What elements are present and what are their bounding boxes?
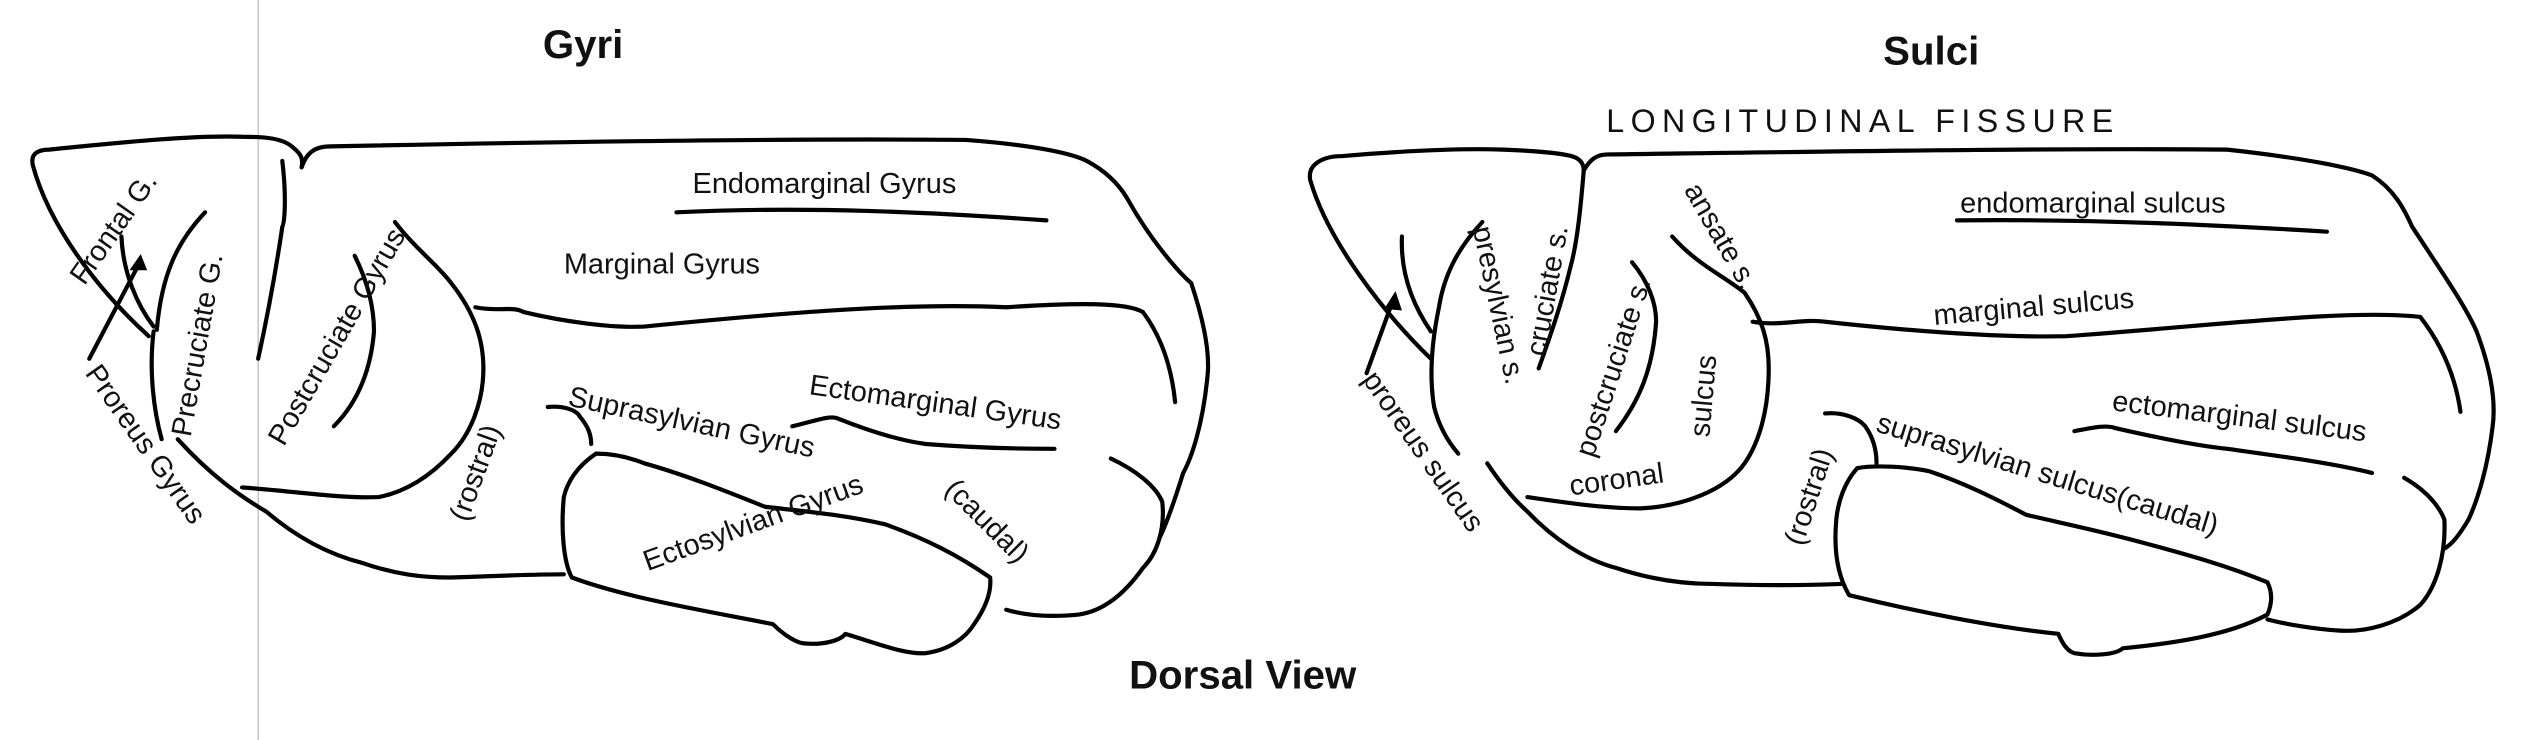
lower-outline: [1485, 461, 1844, 588]
postcruciate-line: [1613, 260, 1659, 434]
marginal-line: [473, 301, 1178, 405]
postcruciate-line: [331, 253, 377, 429]
presylvian-line: [1429, 219, 1485, 456]
label-endomarginal-sulcus: endomarginal sulcus: [1960, 187, 2225, 219]
sulci-title: Sulci: [1883, 28, 1979, 73]
proreus-arrow: [87, 258, 143, 361]
label-rostral-sulcus: (rostral): [1779, 444, 1840, 549]
top-outline: [299, 137, 1211, 542]
label-postcruciate: Postcruciate Gyrus: [262, 223, 412, 451]
label-proreus-sulcus: proreus sulcus: [1356, 365, 1490, 538]
label-marginal-sulcus: marginal sulcus: [1932, 283, 2135, 332]
marginal-sulcus-line: [1750, 312, 2463, 414]
ectomarginal-sulcus-line: [2072, 424, 2375, 476]
ectomarginal-line: [790, 415, 1057, 451]
label-longitudinal-fissure: LONGITUDINAL FISSURE: [1606, 103, 2119, 139]
temporal-outline: [1833, 464, 2274, 657]
short-line: [1399, 234, 1434, 334]
frontal-outline: [30, 134, 305, 339]
label-coronal-sulcus-a: coronal: [1567, 458, 1665, 503]
caudal-lobe-outline: [1004, 456, 1165, 618]
caudal-lobe-outline: [2265, 475, 2447, 633]
label-frontal: Frontal G.: [64, 167, 164, 291]
ansate-coronal-line: [1525, 234, 1771, 511]
endomarginal-line: [674, 207, 1049, 223]
ansate-line: [239, 219, 486, 500]
label-precruciate: Precruciate G.: [166, 251, 230, 439]
arrow-head-icon: [129, 254, 148, 271]
precruciate-line: [149, 329, 164, 442]
cruciate-line: [1536, 168, 1586, 371]
endomarginal-sulcus-line: [1954, 218, 2330, 234]
suprasylvian-rostral-line: [1822, 411, 1879, 466]
label-postcruciate-sulcus: postcruciate s.: [1570, 273, 1658, 460]
label-ectosylvian: Ectosylvian Gyrus: [639, 468, 868, 577]
proreus-arrow: [1364, 295, 1397, 376]
label-ectomarginal-sulcus: ectomarginal sulcus: [2111, 385, 2369, 448]
label-coronal-sulcus-b: sulcus: [1684, 354, 1723, 439]
gyri-brain: Frontal G. Precruciate G. Postcruciate G…: [30, 134, 1211, 656]
suprasylvian-rostral-line: [545, 404, 594, 447]
label-marginal: Marginal Gyrus: [564, 248, 760, 280]
top-outline: [1581, 147, 2496, 551]
lower-outline: [175, 437, 566, 580]
label-ectomarginal: Ectomarginal Gyrus: [807, 369, 1063, 436]
label-rostral: (rostral): [444, 421, 508, 526]
gyri-title: Gyri: [543, 22, 623, 67]
label-endomarginal: Endomarginal Gyrus: [693, 168, 957, 200]
frontal-outline: [1307, 147, 1586, 361]
label-presylvian-sulcus: presylvian s.: [1466, 223, 1531, 387]
label-cruciate-sulcus: cruciate s.: [1521, 223, 1575, 358]
precruciate-inner-line: [154, 210, 208, 332]
short-line: [119, 234, 156, 329]
cruciate-line: [256, 158, 287, 361]
sulci-brain: LONGITUDINAL FISSURE endomarginal sulcus…: [1307, 103, 2496, 657]
arrow-head-icon: [1384, 291, 1402, 311]
ectosylvian-outline: [560, 451, 993, 656]
view-title: Dorsal View: [1129, 653, 1357, 698]
